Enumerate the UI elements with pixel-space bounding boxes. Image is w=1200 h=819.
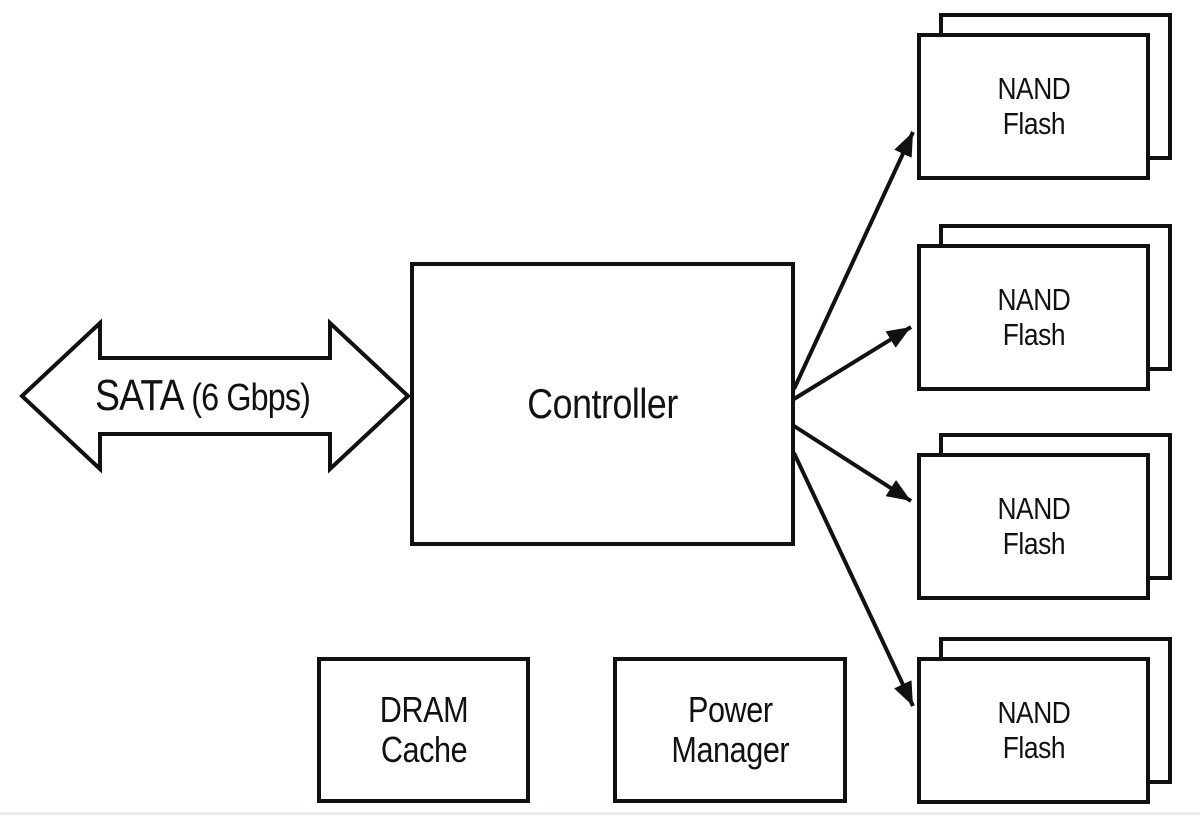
nand-flash-stack-3: NAND Flash — [917, 433, 1172, 600]
nand-flash-box: NAND Flash — [917, 33, 1150, 180]
nand-flash-label: NAND Flash — [997, 281, 1070, 352]
nand-flash-stack-2: NAND Flash — [917, 224, 1172, 391]
dram-cache-box: DRAM Cache — [317, 657, 530, 803]
nand-flash-label: NAND Flash — [997, 490, 1070, 561]
nand-flash-box: NAND Flash — [917, 453, 1150, 600]
power-manager-box: Power Manager — [613, 657, 847, 803]
sata-double-arrow — [19, 318, 411, 474]
controller-box: Controller — [410, 262, 795, 546]
page-bottom-rule — [0, 812, 1200, 815]
controller-to-nand3-arrow — [792, 424, 913, 503]
controller-to-nand2-arrow — [792, 325, 913, 401]
power-manager-label: Power Manager — [671, 688, 789, 770]
nand-flash-box: NAND Flash — [917, 244, 1150, 391]
nand-flash-stack-1: NAND Flash — [917, 13, 1172, 180]
nand-flash-label: NAND Flash — [997, 694, 1070, 765]
nand-flash-box: NAND Flash — [917, 657, 1150, 804]
nand-flash-label: NAND Flash — [997, 70, 1070, 141]
controller-to-nand4-arrow — [792, 452, 915, 707]
dram-cache-label: DRAM Cache — [379, 688, 468, 770]
nand-flash-stack-4: NAND Flash — [917, 637, 1172, 804]
controller-label: Controller — [527, 380, 678, 428]
controller-to-nand1-arrow — [792, 131, 915, 390]
